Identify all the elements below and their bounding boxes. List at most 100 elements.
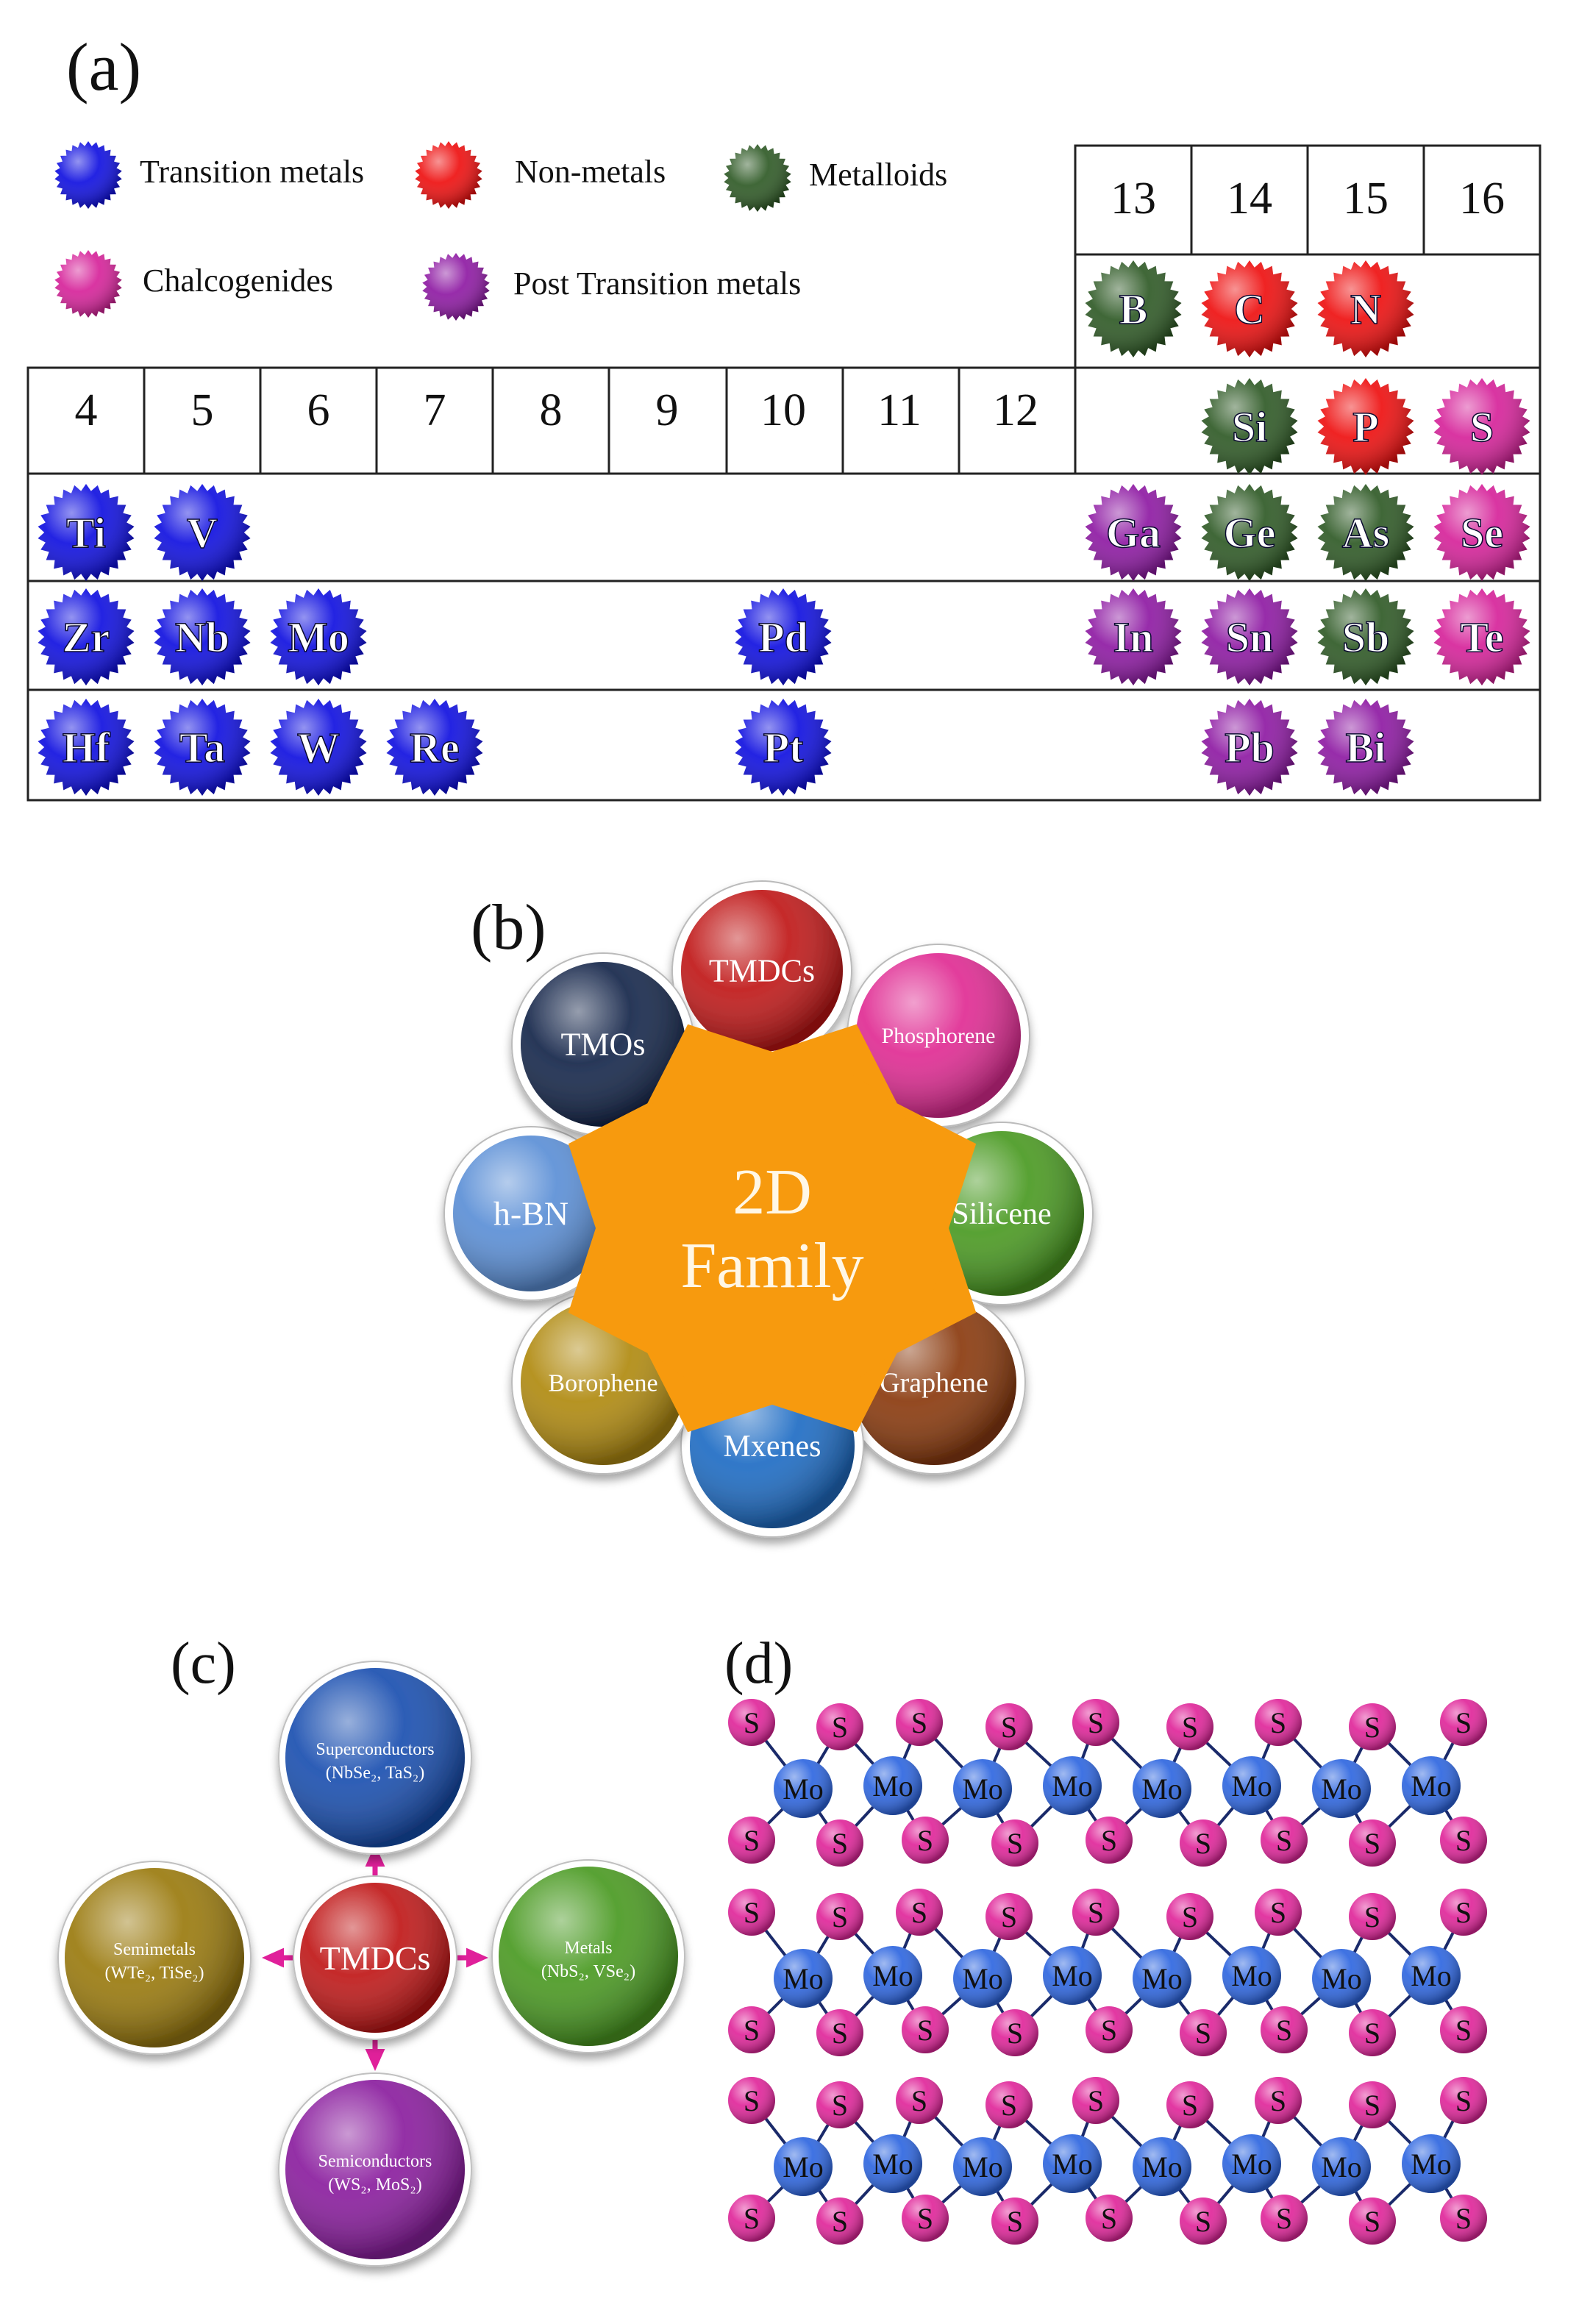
metal-atom-label: Mo bbox=[1052, 2147, 1093, 2181]
metal-atom: Mo bbox=[1222, 1946, 1281, 2005]
chalcogen-atom: S bbox=[1072, 1889, 1119, 1936]
element-symbol-s: S bbox=[1470, 403, 1494, 451]
chalcogen-atom-label: S bbox=[1270, 1896, 1286, 1929]
legend-label-metalloid: Metalloids bbox=[809, 157, 947, 193]
group-header-15: 15 bbox=[1343, 174, 1389, 224]
metal-atom: Mo bbox=[953, 2137, 1012, 2196]
metal-atom-label: Mo bbox=[1321, 1962, 1362, 1995]
chalcogen-atom: S bbox=[816, 2009, 863, 2056]
branch-examples-superconductors: (NbSe₂, TaS₂) bbox=[326, 1764, 425, 1783]
element-badge-ta bbox=[154, 699, 251, 796]
chalcogen-atom-label: S bbox=[1364, 2205, 1380, 2238]
element-badge-re bbox=[386, 699, 483, 796]
chalcogen-atom-label: S bbox=[832, 2205, 848, 2238]
member-tmdcs: TMDCs bbox=[671, 880, 852, 1061]
chalcogen-atom-label: S bbox=[1007, 1827, 1023, 1860]
chalcogen-atom-label: S bbox=[1455, 2014, 1472, 2047]
arrow-left bbox=[262, 1947, 293, 1968]
chalcogen-atom: S bbox=[991, 1819, 1038, 1867]
metal-atom: Mo bbox=[1312, 2137, 1371, 2196]
member-label-graphene: Graphene bbox=[880, 1368, 988, 1399]
element-badge-se bbox=[1433, 484, 1530, 581]
chalcogen-atom: S bbox=[816, 2198, 863, 2245]
panel-a-label: (a) bbox=[66, 29, 141, 104]
metal-atom: Mo bbox=[1222, 1756, 1281, 1815]
metal-atom-label: Mo bbox=[1141, 1962, 1183, 1995]
chalcogen-atom: S bbox=[1349, 2198, 1396, 2245]
chalcogen-atom: S bbox=[728, 2195, 775, 2242]
chalcogen-atom-label: S bbox=[911, 1706, 927, 1739]
chalcogen-atom: S bbox=[896, 1699, 943, 1746]
chalcogen-atom-label: S bbox=[744, 2202, 760, 2235]
chalcogen-atom-label: S bbox=[1195, 2205, 1211, 2238]
chalcogen-atom-label: S bbox=[744, 1706, 760, 1739]
element-symbol-ga: Ga bbox=[1106, 509, 1161, 557]
element-badge-p bbox=[1317, 378, 1414, 475]
legend-swatch-nonmetal bbox=[415, 141, 482, 209]
chalcogen-atom: S bbox=[816, 1893, 863, 1940]
chalcogen-atom: S bbox=[1440, 1889, 1487, 1936]
chalcogen-atom-label: S bbox=[1455, 1896, 1472, 1929]
element-badge-b bbox=[1085, 260, 1182, 357]
element-symbol-re: Re bbox=[410, 724, 460, 771]
metal-atom-label: Mo bbox=[1052, 1769, 1093, 1803]
chalcogen-atom-label: S bbox=[832, 2017, 848, 2050]
chalcogen-atom: S bbox=[1086, 1817, 1133, 1864]
chalcogen-atom: S bbox=[1255, 1889, 1302, 1936]
chalcogen-atom-label: S bbox=[911, 1896, 927, 1929]
metal-atom-label: Mo bbox=[783, 1772, 824, 1806]
chalcogen-atom-label: S bbox=[1101, 2202, 1117, 2235]
chalcogen-atom-label: S bbox=[832, 1827, 848, 1860]
element-badge-as bbox=[1317, 484, 1414, 581]
chalcogen-atom: S bbox=[985, 1893, 1033, 1940]
chalcogen-atom-label: S bbox=[1195, 1827, 1211, 1860]
metal-atom-label: Mo bbox=[872, 1959, 913, 1992]
group-header-12: 12 bbox=[993, 385, 1038, 435]
member-label-tmos: TMOs bbox=[561, 1027, 646, 1063]
chalcogen-atom: S bbox=[1440, 2006, 1487, 2053]
member-label-h-bn: h-BN bbox=[493, 1194, 568, 1232]
element-symbol-ta: Ta bbox=[179, 724, 225, 771]
chalcogen-atom: S bbox=[902, 1817, 949, 1864]
metal-atom-label: Mo bbox=[1411, 2147, 1452, 2181]
chalcogen-atom-label: S bbox=[832, 2089, 848, 2122]
element-symbol-si: Si bbox=[1232, 403, 1267, 451]
chalcogen-atom-label: S bbox=[1455, 2084, 1472, 2117]
chalcogen-atom: S bbox=[816, 1819, 863, 1867]
element-symbol-mo: Mo bbox=[288, 613, 349, 661]
metal-atom-label: Mo bbox=[1411, 1769, 1452, 1803]
metal-atom-label: Mo bbox=[962, 2150, 1003, 2184]
legend-swatch-post_transition bbox=[422, 253, 490, 321]
metal-atom: Mo bbox=[774, 1759, 833, 1818]
metal-atom-label: Mo bbox=[962, 1772, 1003, 1806]
tmdcs-center: TMDCs bbox=[293, 1875, 457, 2040]
group-header-5: 5 bbox=[191, 385, 214, 435]
chalcogen-atom-label: S bbox=[917, 1824, 933, 1857]
metal-atom-label: Mo bbox=[1231, 1959, 1272, 1992]
element-symbol-sn: Sn bbox=[1226, 613, 1274, 661]
member-label-tmdcs: TMDCs bbox=[709, 953, 815, 989]
element-badge-si bbox=[1201, 378, 1298, 475]
metal-atom: Mo bbox=[1043, 1946, 1102, 2005]
element-symbol-pd: Pd bbox=[758, 613, 808, 661]
element-symbol-v: V bbox=[187, 509, 218, 557]
chalcogen-atom: S bbox=[985, 1703, 1033, 1750]
chalcogen-atom-label: S bbox=[1101, 1824, 1117, 1857]
chalcogen-atom-label: S bbox=[1182, 1900, 1198, 1933]
element-symbol-as: As bbox=[1342, 509, 1389, 557]
chalcogen-atom: S bbox=[985, 2081, 1033, 2128]
metal-atom: Mo bbox=[1402, 1756, 1461, 1815]
legend-swatch-metalloid bbox=[724, 144, 791, 212]
chalcogen-atom: S bbox=[1255, 2077, 1302, 2124]
chalcogen-atom: S bbox=[728, 1817, 775, 1864]
chalcogen-atom: S bbox=[1072, 2077, 1119, 2124]
element-symbol-w: W bbox=[297, 724, 340, 771]
branch-examples-semimetals: (WTe₂, TiSe₂) bbox=[104, 1964, 204, 1983]
legend-label-post_transition: Post Transition metals bbox=[513, 265, 801, 302]
chalcogen-atom: S bbox=[896, 2077, 943, 2124]
metal-atom-label: Mo bbox=[783, 2150, 824, 2184]
branch-semiconductors: Semiconductors(WS₂, MoS₂) bbox=[278, 2072, 472, 2267]
